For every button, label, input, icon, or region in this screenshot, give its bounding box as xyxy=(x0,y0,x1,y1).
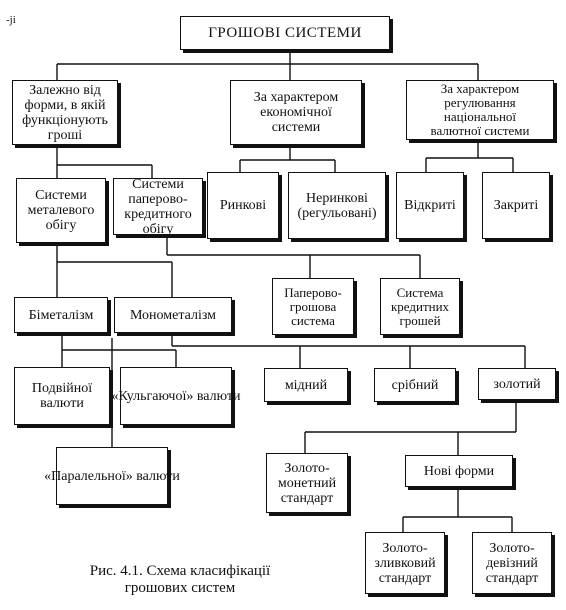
regulation-open-node: Відкриті xyxy=(396,172,464,239)
connector-form xyxy=(56,145,153,178)
limping-currency-node: «Кульгаючої» валюти xyxy=(112,367,241,425)
connector-bimetal xyxy=(61,333,177,447)
copper-node: мідний xyxy=(264,368,348,402)
parallel-currency-node: «Паралельної» валюти xyxy=(44,447,180,505)
connector-paper xyxy=(166,235,421,278)
economic-non-market-node: Неринкові (регульовані) xyxy=(288,172,386,239)
form-paper-credit-node: Системи паперово- кредитного обігу xyxy=(113,177,203,237)
paper-money-node: Паперово- грошова система xyxy=(272,278,354,335)
connector-mono xyxy=(171,333,526,368)
monometallism-node: Монометалізм xyxy=(114,297,232,333)
new-forms-node: Нові форми xyxy=(405,455,513,487)
connector-newforms xyxy=(402,487,513,532)
gold-bullion-standard-node: Золото- зливковий стандарт xyxy=(365,532,445,594)
credit-money-node: Система кредитних грошей xyxy=(380,278,460,335)
figure-caption: Рис. 4.1. Схема класифікації грошових си… xyxy=(89,563,271,596)
gold-coin-standard-node: Золото- монетний стандарт xyxy=(266,453,348,513)
economic-market-node: Ринкові xyxy=(207,172,279,239)
connector-gold xyxy=(304,400,517,455)
silver-node: срібний xyxy=(374,368,456,402)
gold-node: золотий xyxy=(478,368,556,400)
criterion-economic: За характером економічної системи xyxy=(230,80,362,145)
connector-metal xyxy=(56,243,173,297)
form-metal-node: Системи металевого обігу xyxy=(16,178,106,243)
regulation-closed-node: Закриті xyxy=(482,172,550,239)
bimetallism-node: Біметалізм xyxy=(14,297,108,333)
connector-economic xyxy=(239,145,336,172)
connector-root xyxy=(56,50,479,80)
connector-regulation xyxy=(425,140,514,172)
root-node: ГРОШОВІ СИСТЕМИ xyxy=(180,16,390,50)
criterion-regulation: За характером регулювання національної в… xyxy=(406,80,554,140)
gold-exchange-standard-node: Золото- девізний стандарт xyxy=(472,532,552,594)
criterion-form: Залежно від форми, в якій функціонують г… xyxy=(12,80,118,145)
double-currency-node: Подвійної валюти xyxy=(14,367,110,425)
corner-mark: -ji xyxy=(6,14,16,26)
